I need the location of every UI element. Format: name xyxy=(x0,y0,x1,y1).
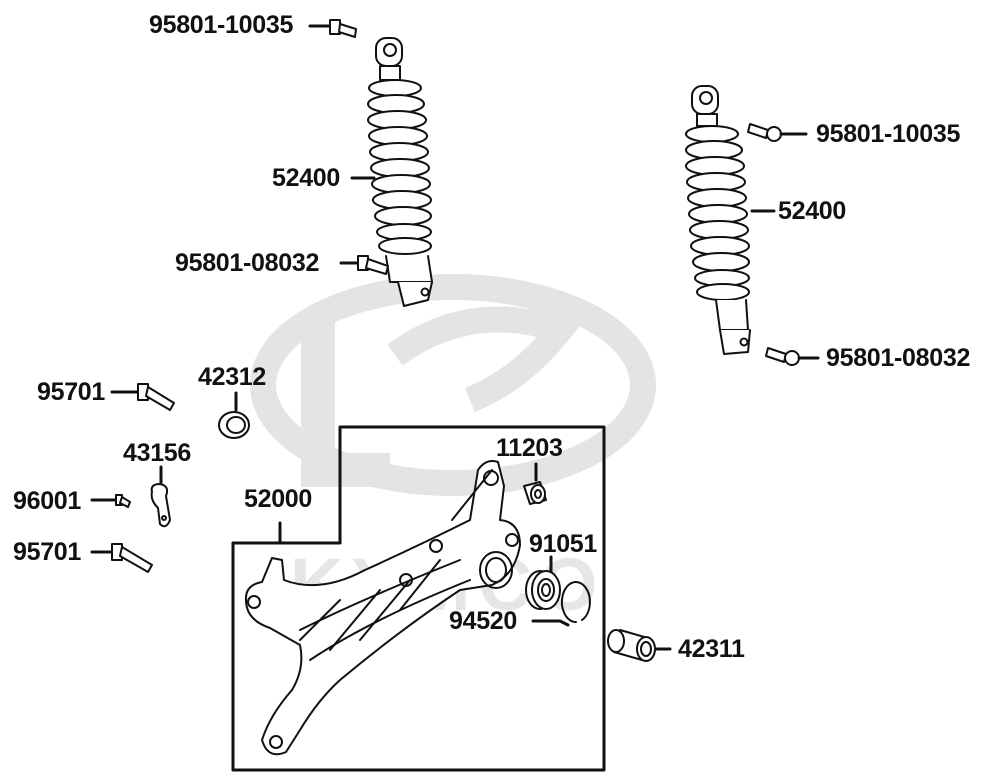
flange-bolt-lower[interactable] xyxy=(90,543,153,573)
part-label-95801-10035-left[interactable]: 95801-10035 xyxy=(149,11,294,39)
part-label-42311[interactable]: 42311 xyxy=(678,635,745,663)
part-label-52400-right[interactable]: 52400 xyxy=(778,197,847,225)
collar-42312[interactable] xyxy=(218,391,250,439)
collar-42311[interactable] xyxy=(607,629,672,662)
bolt-lower-right[interactable] xyxy=(765,347,820,366)
flange-bolt-upper[interactable] xyxy=(110,383,175,411)
part-label-91051[interactable]: 91051 xyxy=(529,530,598,558)
part-label-42312[interactable]: 42312 xyxy=(198,363,267,391)
snap-ring-94520[interactable] xyxy=(531,581,591,627)
part-label-95801-10035-right[interactable]: 95801-10035 xyxy=(816,120,961,148)
bushing-11203[interactable] xyxy=(523,462,547,505)
part-label-95801-08032-left[interactable]: 95801-08032 xyxy=(175,249,320,277)
part-label-94520[interactable]: 94520 xyxy=(449,607,518,635)
small-bolt-96001[interactable] xyxy=(90,494,131,508)
part-label-95701-lower[interactable]: 95701 xyxy=(13,538,82,566)
part-label-11203[interactable]: 11203 xyxy=(496,434,563,462)
bolt-upper-left[interactable] xyxy=(308,19,357,38)
hose-clamp-43156[interactable] xyxy=(150,465,171,528)
swing-arm-52000[interactable] xyxy=(244,460,521,756)
part-label-43156[interactable]: 43156 xyxy=(123,439,192,467)
bolt-upper-right[interactable] xyxy=(747,123,808,142)
shock-absorber-left[interactable] xyxy=(367,37,433,307)
part-label-52000[interactable]: 52000 xyxy=(244,485,313,513)
part-label-95801-08032-right[interactable]: 95801-08032 xyxy=(826,344,971,372)
part-label-96001[interactable]: 96001 xyxy=(13,487,82,515)
shock-absorber-right[interactable] xyxy=(685,85,751,355)
group-box-outline xyxy=(231,425,606,772)
part-label-52400-left[interactable]: 52400 xyxy=(272,164,341,192)
bolt-lower-left[interactable] xyxy=(339,255,389,275)
part-label-95701-upper[interactable]: 95701 xyxy=(37,378,106,406)
bearing-91051[interactable] xyxy=(525,555,561,610)
